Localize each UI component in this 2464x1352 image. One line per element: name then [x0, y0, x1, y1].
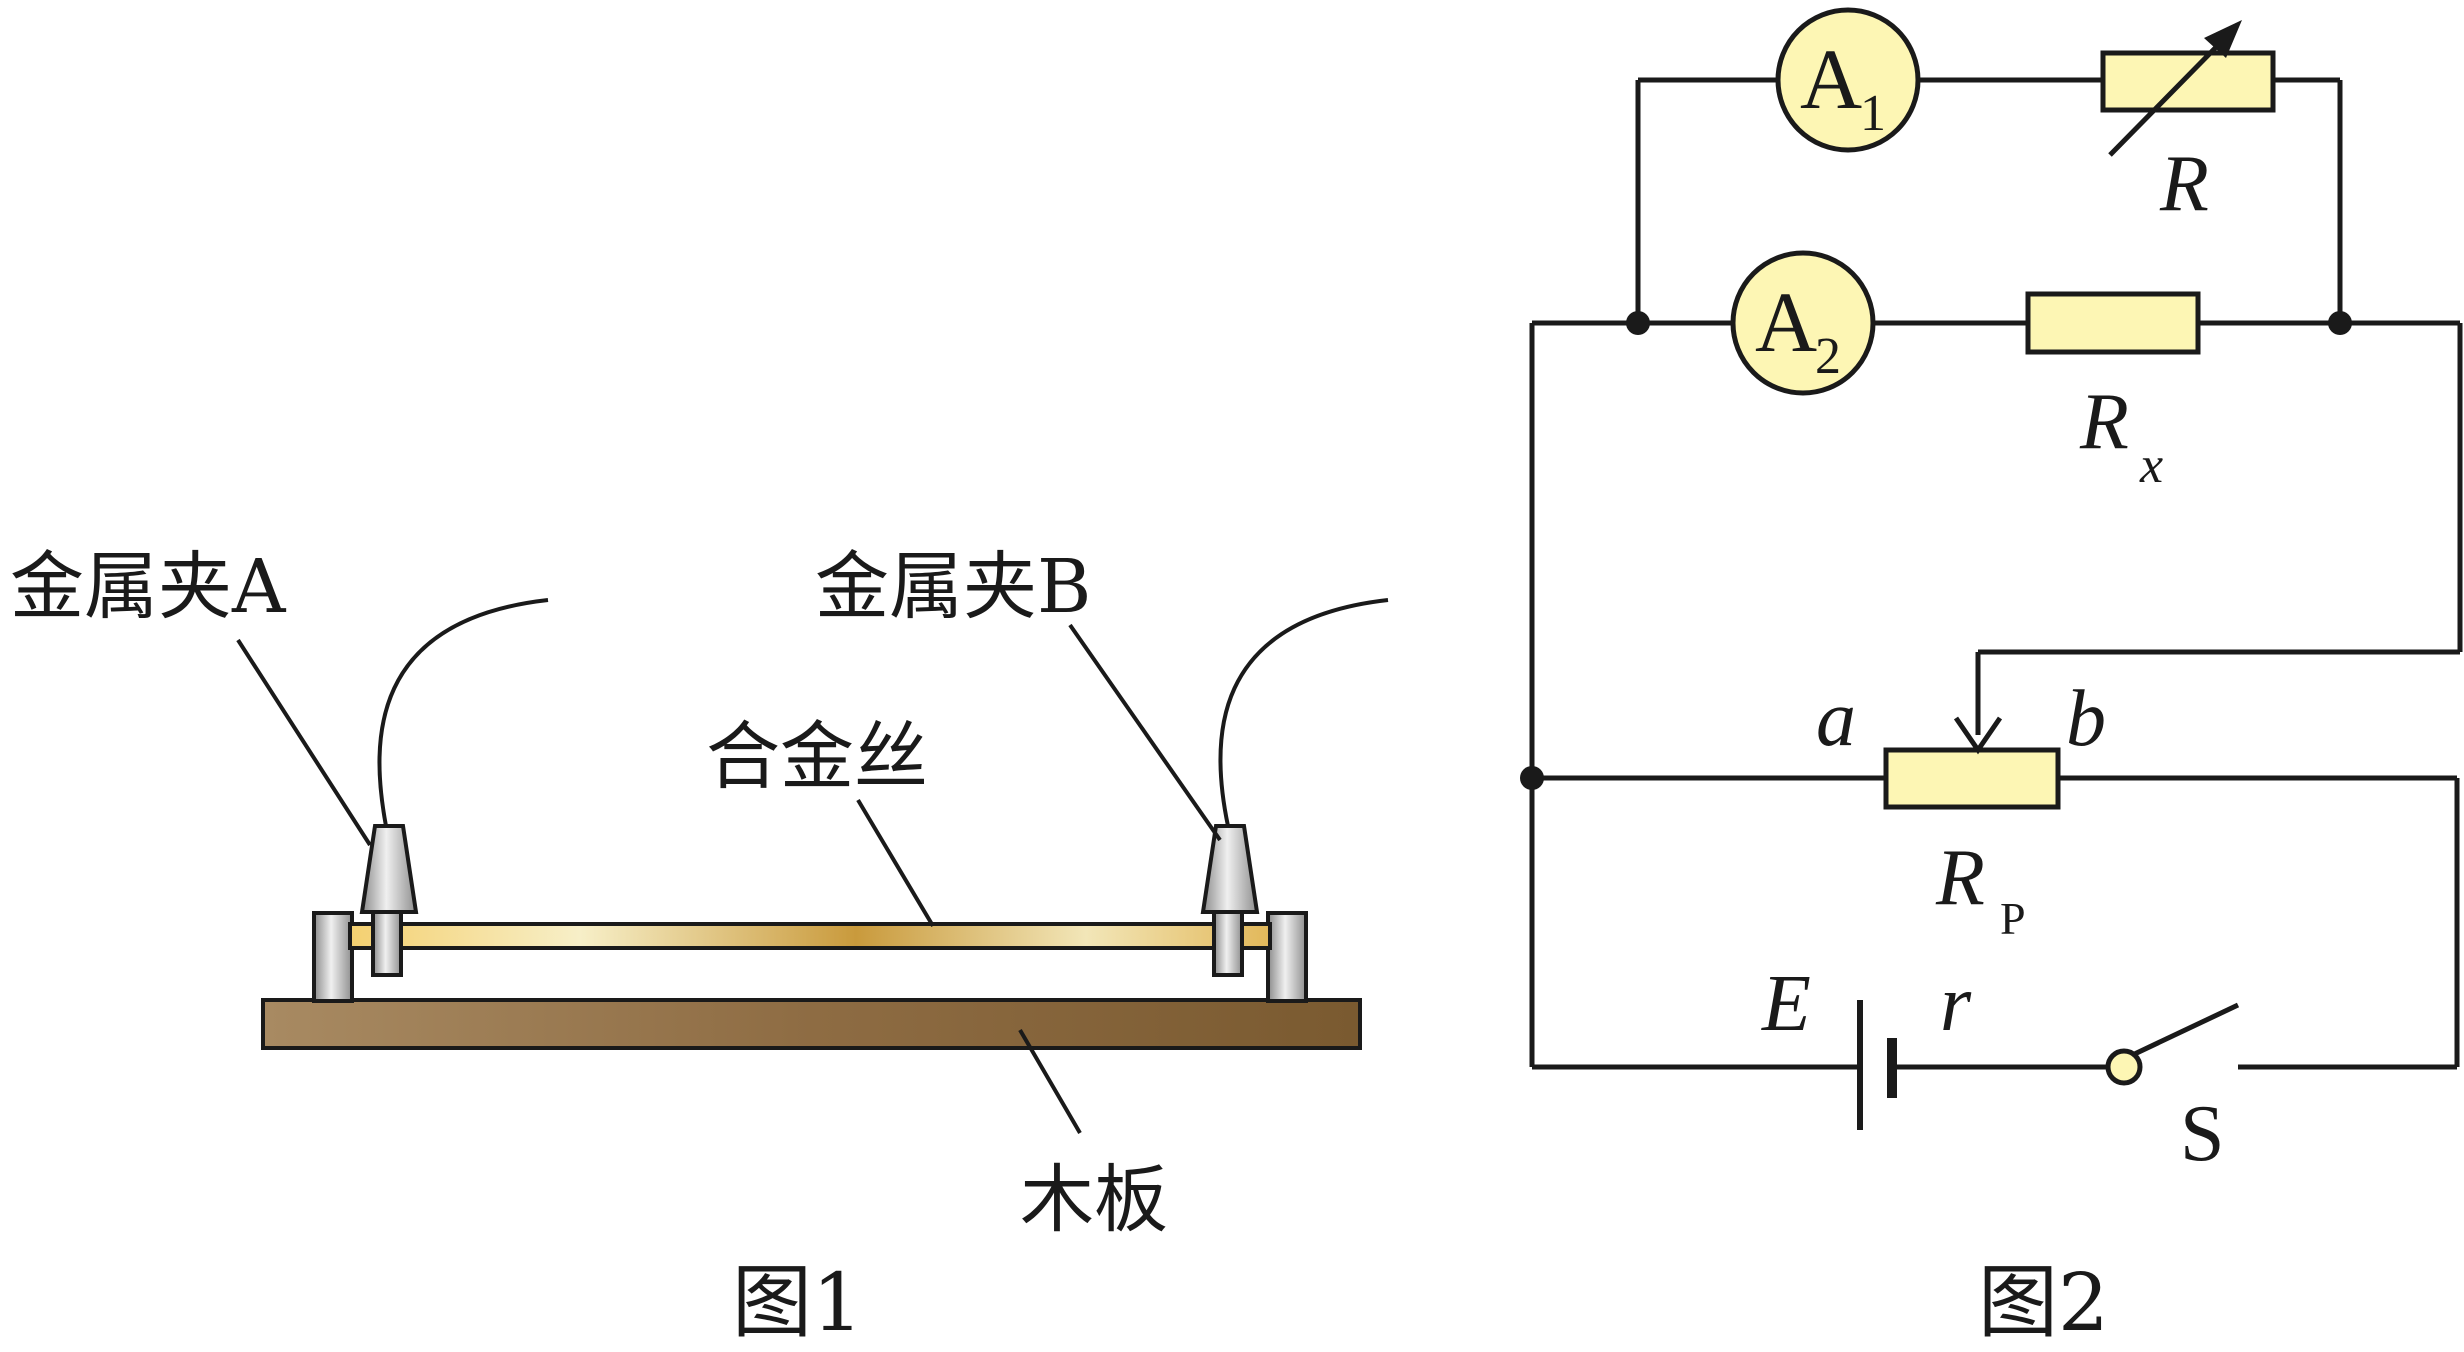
clip-a-label: 金属夹A: [10, 544, 287, 630]
ammeter-a2: A 2: [1730, 250, 1876, 396]
switch-s: S: [2105, 1002, 2240, 1178]
figure2-caption: 图2: [1978, 1256, 2109, 1349]
figure1-caption: 图1: [732, 1256, 863, 1349]
right-post: [1266, 911, 1308, 1003]
wire-label: 合金丝: [706, 714, 928, 800]
junction-dot-right-top: [2328, 311, 2352, 335]
lead-wire-a: [377, 598, 549, 827]
board-label: 木板: [1020, 1157, 1168, 1243]
lead-wire-b: [1218, 598, 1389, 827]
junction-dot-left-top: [1626, 311, 1650, 335]
metal-clip-a: [359, 824, 419, 977]
rheostat-label: R: [2159, 140, 2209, 228]
figure1: 金属夹A 金属夹B 合金丝 木板 图1: [10, 544, 1389, 1349]
rp-label-main: R: [1935, 834, 1985, 922]
variable-resistor-r: R: [2100, 20, 2276, 228]
wooden-board: [261, 998, 1362, 1050]
internal-resistance-label: r: [1940, 960, 1972, 1048]
switch-label: S: [2180, 1090, 2225, 1178]
metal-clip-b: [1200, 824, 1260, 977]
ammeter-a1-letter: A: [1800, 31, 1862, 127]
ammeter-a1-sub: 1: [1860, 85, 1886, 142]
left-post: [312, 911, 354, 1003]
clip-b-label: 金属夹B: [815, 544, 1091, 630]
ammeter-a2-letter: A: [1755, 274, 1817, 370]
rx-label-sub: x: [2139, 437, 2163, 494]
resistor-rx: R x: [2025, 291, 2201, 494]
ammeter-a1: A 1: [1775, 7, 1921, 153]
slide-rheostat-rp: R P a b: [1816, 675, 2106, 944]
pointer-wire: [856, 798, 935, 928]
terminal-a-label: a: [1816, 675, 1856, 763]
pointer-board: [1018, 1028, 1082, 1135]
pointer-clip-a: [236, 638, 372, 847]
pointer-clip-b: [1068, 623, 1222, 842]
figure2: [1529, 77, 2463, 1070]
terminal-b-label: b: [2066, 675, 2106, 763]
junction-dot-left-mid: [1520, 766, 1544, 790]
ammeter-a2-sub: 2: [1815, 328, 1841, 385]
emf-label: E: [1761, 960, 1811, 1048]
rp-label-sub: P: [2000, 893, 2026, 944]
rx-label-main: R: [2079, 378, 2129, 466]
battery: E r: [1761, 960, 1972, 1130]
alloy-wire: [348, 922, 1272, 950]
